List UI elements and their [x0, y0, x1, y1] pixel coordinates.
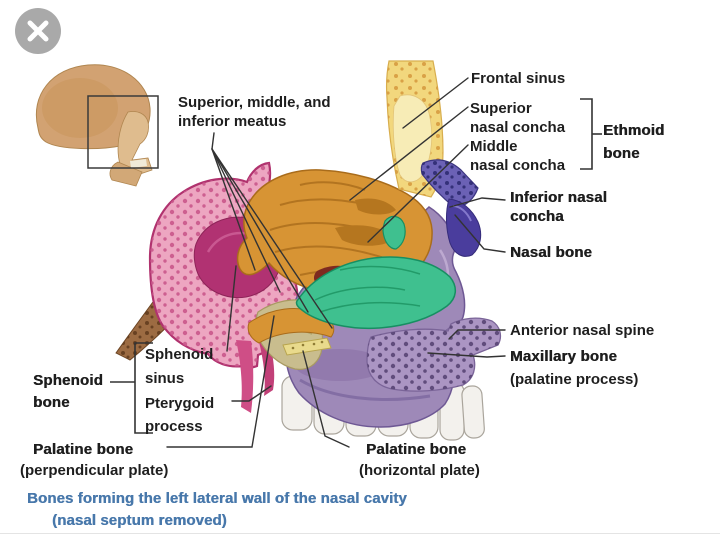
label-middle-concha: Middle nasal concha	[470, 138, 566, 174]
figure-caption-line2: (nasal septum removed)	[52, 512, 227, 529]
label-maxillary-bone: Maxillary bone (palatine process)	[510, 348, 639, 388]
label-anterior-nasal-spine: Anterior nasal spine	[510, 322, 655, 339]
label-palatine-perpendicular: Palatine bone	[33, 441, 134, 458]
label-frontal-sinus: Frontal sinus	[471, 70, 566, 87]
leader-lines	[166, 77, 506, 448]
palatine-perpendicular-shape	[295, 215, 456, 330]
nasal-region-highlight-box	[87, 95, 159, 169]
figure-caption-line1: Bones forming the left lateral wall of t…	[27, 490, 407, 507]
label-sphenoid-sinus: Sphenoid sinus	[145, 346, 214, 387]
palatine-horizontal-plate-shape	[282, 337, 332, 356]
label-sphenoid-bone: Sphenoid bone	[33, 372, 103, 411]
close-button[interactable]	[15, 8, 61, 54]
label-meatus: Superior, middle, and inferior meatus	[178, 94, 331, 130]
label-ethmoid-bone: Ethmoid bone	[603, 122, 665, 162]
label-palatine-horizontal: Palatine bone	[366, 441, 467, 458]
ethmoid-bracket	[580, 98, 593, 170]
label-palatine-horizontal-sub: (horizontal plate)	[359, 462, 480, 479]
close-icon	[27, 20, 49, 42]
label-superior-concha: Superior nasal concha	[470, 100, 566, 136]
sphenoid-bracket	[134, 342, 153, 434]
label-brackets	[110, 98, 602, 434]
palatine-process-band	[366, 317, 502, 392]
label-palatine-perpendicular-sub: (perpendicular plate)	[20, 462, 169, 479]
label-inferior-concha: Inferior nasal concha	[510, 189, 607, 225]
bottom-divider	[0, 533, 720, 534]
label-nasal-bone: Nasal bone	[510, 244, 593, 261]
skull-inset-thumbnail	[36, 64, 159, 187]
label-pterygoid-process: Pterygoid process	[145, 395, 215, 435]
